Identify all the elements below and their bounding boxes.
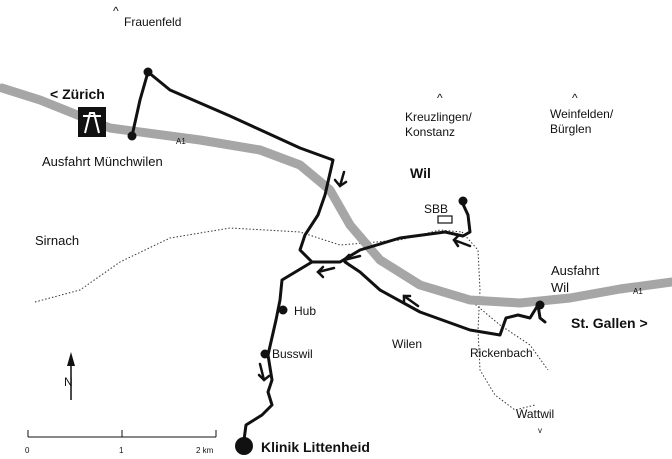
label-wil: Wil (410, 165, 431, 181)
scale-label-start: 0 (25, 446, 30, 455)
label-frauenfeld: Frauenfeld (124, 15, 181, 29)
caret-up-icon: ^ (572, 91, 578, 105)
label-sirnach: Sirnach (35, 233, 79, 248)
caret-up-icon: ^ (437, 91, 443, 105)
road-segment-fill (137, 205, 465, 243)
label-st-gallen: St. Gallen > (571, 315, 648, 331)
label-a1-west: A1 (176, 137, 186, 146)
point-klinik-littenheid (235, 437, 253, 455)
motorway-sign-icon (78, 107, 106, 137)
scale-label-mid: 1 (119, 446, 124, 455)
label-sbb: SBB (424, 202, 448, 216)
point-hub (278, 305, 288, 315)
arrow-icon (402, 294, 420, 308)
label-busswil: Busswil (272, 347, 313, 361)
point-wil-station (458, 196, 468, 206)
label-wilen: Wilen (392, 337, 422, 351)
scale-bar (27, 430, 217, 438)
label-ausfahrt-wil-line2: Wil (551, 280, 569, 295)
label-ausfahrt-muenchwilen: Ausfahrt Münchwilen (42, 154, 163, 169)
railway-lines (34, 227, 549, 411)
route-line-north (130, 70, 335, 442)
scale-label-end: 2 km (196, 446, 214, 455)
arrow-icon (333, 170, 348, 188)
place-points (127, 67, 545, 455)
road-segment-fill (145, 69, 651, 211)
label-ausfahrt-wil-line1: Ausfahrt (551, 263, 600, 278)
label-hub: Hub (294, 304, 316, 318)
label-zuerich: < Zürich (50, 86, 105, 102)
label-rickenbach: Rickenbach (470, 346, 533, 360)
rail-line-east (469, 299, 549, 371)
point-busswil (260, 349, 270, 359)
label-a1-east: A1 (633, 287, 643, 296)
label-kreuzlingen-line1: Kreuzlingen/ (405, 110, 472, 124)
point-ausfahrt-wil (535, 300, 545, 310)
arrow-icon (342, 253, 362, 267)
caret-up-icon: ^ (113, 4, 119, 18)
road-segment-fill (407, 247, 448, 283)
recommended-route (130, 70, 547, 442)
label-wattwil: Wattwil (516, 407, 554, 421)
road-segment-fill (337, 197, 443, 218)
point-frauenfeld-junction (143, 67, 153, 77)
label-north: N (64, 375, 73, 389)
arrow-icon (452, 234, 472, 248)
sbb-station-box (437, 215, 453, 224)
road-segment-fill (147, 207, 303, 288)
rail-line-west (34, 227, 463, 303)
road-segment-fill (32, 202, 143, 218)
road-segment-fill (459, 229, 543, 321)
arrow-icon (316, 265, 336, 279)
labels: ^ Frauenfeld < Zürich A1 Ausfahrt Münchw… (25, 4, 648, 455)
label-klinik-littenheid: Klinik Littenheid (261, 439, 370, 455)
caret-down-icon: v (538, 426, 542, 435)
label-weinfelden-line2: Bürglen (550, 122, 591, 136)
motorway-a1 (0, 83, 672, 308)
north-arrow-icon (67, 352, 75, 400)
direction-arrows (257, 170, 472, 382)
label-weinfelden-line1: Weinfelden/ (550, 107, 614, 121)
road-segment-fill (425, 147, 465, 338)
point-ausfahrt-muenchwilen (127, 131, 137, 141)
road-segment-fill (467, 117, 573, 203)
label-kreuzlingen-line2: Konstanz (405, 125, 455, 139)
road-segment-fill (517, 197, 559, 383)
arrow-icon (257, 362, 271, 382)
